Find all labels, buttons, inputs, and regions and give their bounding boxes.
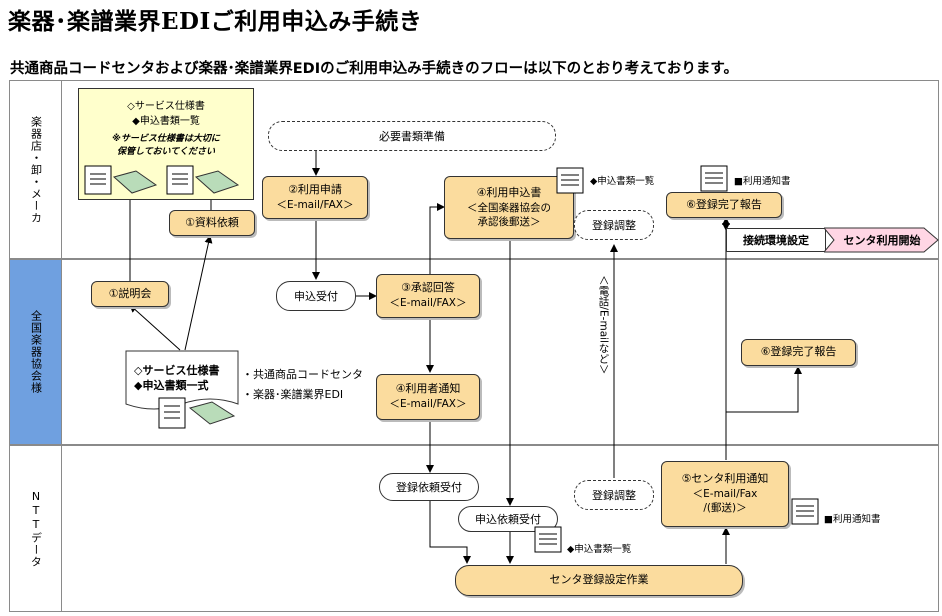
- application-sub2: 承認後郵送＞: [477, 215, 541, 228]
- center-start-label: センタ利用開始: [843, 234, 921, 247]
- center-notice-sub1: ＜E-mail/Fax: [692, 488, 758, 501]
- reg-done-mid-step: ⑥登録完了報告: [741, 339, 856, 366]
- approval-step: ③承認回答 ＜E-mail/FAX＞: [376, 274, 480, 318]
- center-work-label: センタ登録設定作業: [549, 573, 649, 587]
- notify-sub: ＜E-mail/FAX＞: [389, 398, 467, 411]
- assoc-docs-text: ◇サービス仕様書 ◆申込書類一式: [134, 363, 219, 394]
- panel-line1: ◇サービス仕様書: [127, 101, 205, 112]
- receipt-step: 申込受付: [276, 281, 356, 311]
- reg-done-doc-note: ■利用通知書: [734, 176, 791, 187]
- document-stack-icon: [158, 397, 236, 429]
- lane-label-association: 全国楽器協会様: [10, 260, 62, 444]
- document-stack-icon: [84, 165, 158, 195]
- application-label: ④利用申込書: [476, 185, 542, 199]
- center-start-arrow: [824, 227, 939, 253]
- lane-label-dealer: 楽器店・卸・メーカ: [10, 81, 62, 258]
- phone-label: ＜電話/E-mailなど＞: [597, 275, 610, 375]
- briefing-label: ①説明会: [108, 286, 152, 300]
- center-notice-sub2: /(郵送)＞: [703, 502, 747, 515]
- app-request-receipt-label: 申込依頼受付: [475, 513, 541, 526]
- assoc-side-list: ・共通商品コードセンタ ・楽器･楽譜業界EDI: [242, 365, 363, 405]
- application-doc-note: ◆申込書類一覧: [590, 176, 655, 187]
- panel-line2: ◆申込書類一覧: [132, 116, 200, 127]
- approval-label: ③承認回答: [401, 281, 455, 295]
- apply-step: ②利用申請 ＜E-mail/FAX＞: [262, 176, 368, 219]
- prepare-docs-label: 必要書類準備: [379, 130, 445, 143]
- assoc-doc-line2: ◆申込書類一式: [134, 379, 209, 393]
- reg-adjust-bottom-label: 登録調整: [592, 489, 636, 502]
- page-title: 楽器･楽譜業界EDIご利用申込み手続き: [8, 8, 423, 35]
- reg-done-mid-label: ⑥登録完了報告: [760, 345, 837, 359]
- assoc-doc-line1: ◇サービス仕様書: [134, 364, 220, 377]
- app-doc-bottom-note: ◆申込書類一覧: [567, 544, 632, 555]
- reg-adjust-top: 登録調整: [574, 210, 654, 240]
- request-docs-label: ①資料依頼: [185, 215, 239, 229]
- center-notice-doc-note: ■利用通知書: [824, 514, 881, 525]
- briefing-step: ①説明会: [91, 281, 169, 307]
- center-notice-step: ⑤センタ利用通知 ＜E-mail/Fax /(郵送)＞: [661, 461, 789, 527]
- apply-label: ②利用申請: [288, 182, 342, 196]
- reg-adjust-top-label: 登録調整: [592, 219, 636, 232]
- panel-note2: 保管しておいてください: [117, 147, 215, 157]
- receipt-label: 申込受付: [294, 290, 338, 303]
- application-step: ④利用申込書 ＜全国楽器協会の 承認後郵送＞: [444, 176, 574, 239]
- document-icon: [700, 165, 728, 192]
- lane-label-ntt: NTTデータ: [10, 446, 62, 611]
- reg-adjust-bottom: 登録調整: [574, 480, 654, 510]
- assoc-side1: ・共通商品コードセンタ: [242, 368, 363, 381]
- assoc-side2: ・楽器･楽譜業界EDI: [242, 387, 344, 401]
- prepare-docs-step: 必要書類準備: [268, 121, 556, 151]
- notify-step: ④利用者通知 ＜E-mail/FAX＞: [376, 374, 480, 420]
- document-icon: [791, 498, 819, 525]
- reg-done-top-step: ⑥登録完了報告: [666, 192, 782, 218]
- notify-label: ④利用者通知: [395, 382, 461, 396]
- document-icon: [534, 526, 562, 553]
- application-sub1: ＜全国楽器協会の: [467, 201, 551, 214]
- center-work-step: センタ登録設定作業: [455, 565, 743, 596]
- reg-request-receipt-step: 登録依頼受付: [379, 473, 479, 501]
- reg-request-receipt-label: 登録依頼受付: [396, 481, 462, 494]
- request-docs-step: ①資料依頼: [169, 210, 255, 236]
- panel-note1: ※サービス仕様書は大切に: [112, 134, 220, 144]
- reg-done-top-label: ⑥登録完了報告: [686, 197, 762, 211]
- document-icon: [556, 167, 584, 194]
- env-setup-step: 接続環境設定: [726, 228, 826, 252]
- apply-sub: ＜E-mail/FAX＞: [276, 198, 354, 211]
- approval-sub: ＜E-mail/FAX＞: [389, 297, 467, 310]
- center-notice-label: ⑤センタ利用通知: [681, 472, 769, 486]
- page-subtitle: 共通商品コードセンタおよび楽器･楽譜業界EDIのご利用申込み手続きのフローは以下…: [10, 61, 738, 77]
- env-setup-label: 接続環境設定: [743, 234, 809, 247]
- document-stack-icon: [166, 165, 240, 195]
